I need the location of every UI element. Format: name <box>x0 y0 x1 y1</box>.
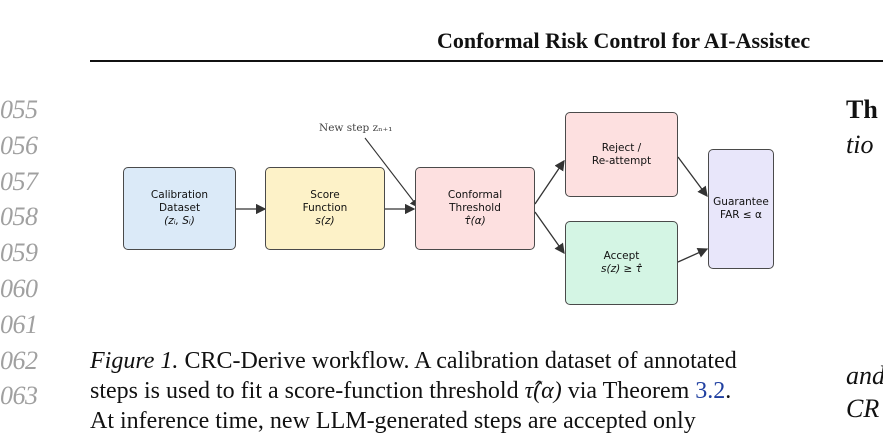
guarantee-line2: FAR ≤ α <box>720 209 762 221</box>
theorem-ref-link[interactable]: 3.2 <box>695 378 726 404</box>
caption-line2b: via Theorem <box>561 378 696 404</box>
caption-line2a: steps is used to fit a score-function th… <box>90 378 525 404</box>
reject-line2: Re-attempt <box>591 154 652 167</box>
conformal-line2: Threshold <box>449 202 501 214</box>
calibration-dataset-box: Calibration Dataset (zᵢ, Sᵢ) <box>123 167 236 250</box>
line-number: 061 <box>0 309 38 339</box>
accept-line2: s(z) ≥ τ̂ <box>601 263 642 275</box>
figure-caption: Figure 1. CRC-Derive workflow. A calibra… <box>90 346 810 436</box>
new-step-label: New step zₙ₊₁ <box>319 122 393 134</box>
workflow-figure: New step zₙ₊₁ Calibration Dataset (zᵢ, S… <box>90 100 810 320</box>
line-number: 063 <box>0 381 38 411</box>
arrow-conformal-to-reject <box>534 159 565 205</box>
tau-alpha-math: τ̂(α) <box>524 378 562 404</box>
conformal-line1: Conformal <box>447 189 503 201</box>
guarantee-line1: Guarantee <box>713 196 769 208</box>
conformal-threshold-box: Conformal Threshold τ̂(α) <box>415 167 535 250</box>
running-header: Conformal Risk Control for AI-Assistec <box>437 28 811 53</box>
line-number: 055 <box>0 95 38 124</box>
reject-box: Reject / Re-attempt <box>565 112 678 197</box>
conformal-line3: τ̂(α) <box>464 215 486 227</box>
guarantee-box: Guarantee FAR ≤ α <box>708 149 774 269</box>
arrow-conformal-to-accept <box>534 211 565 255</box>
header-rule <box>90 60 883 62</box>
accept-box: Accept s(z) ≥ τ̂ <box>565 221 678 305</box>
right-column-italic-bottom-2: CR <box>846 394 880 423</box>
calibration-line1: Calibration <box>150 189 209 201</box>
line-number: 058 <box>0 202 38 232</box>
calibration-line2: Dataset <box>158 202 201 214</box>
score-line2: Function <box>302 202 348 214</box>
figure-label: Figure 1. <box>90 348 179 374</box>
arrow-accept-to-guarantee <box>677 247 709 263</box>
score-function-box: Score Function s(z) <box>265 167 385 250</box>
line-number: 060 <box>0 273 38 303</box>
score-line1: Score <box>310 189 340 201</box>
right-column-italic-top: tio <box>846 130 874 159</box>
line-numbers: 055 056 057 058 059 060 061 062 063 <box>0 92 48 414</box>
calibration-line3: (zᵢ, Sᵢ) <box>164 215 195 227</box>
arrow-reject-to-guarantee <box>677 156 708 198</box>
arrow-newstep-to-conformal <box>364 137 419 208</box>
line-number: 057 <box>0 166 38 196</box>
reject-line1: Reject / <box>601 141 642 154</box>
caption-line3: At inference time, new LLM-generated ste… <box>90 408 696 434</box>
score-line3: s(z) <box>315 215 335 227</box>
right-column-italic-bottom-1: and <box>846 361 883 390</box>
workflow-arrows <box>236 137 709 263</box>
line-number: 059 <box>0 238 38 268</box>
line-number: 056 <box>0 130 38 160</box>
caption-line1: CRC-Derive workflow. A calibration datas… <box>178 348 737 374</box>
accept-line1: Accept <box>603 250 640 262</box>
right-column-heading: Th <box>846 95 878 124</box>
caption-line2c: . <box>725 378 732 404</box>
line-number: 062 <box>0 345 38 375</box>
